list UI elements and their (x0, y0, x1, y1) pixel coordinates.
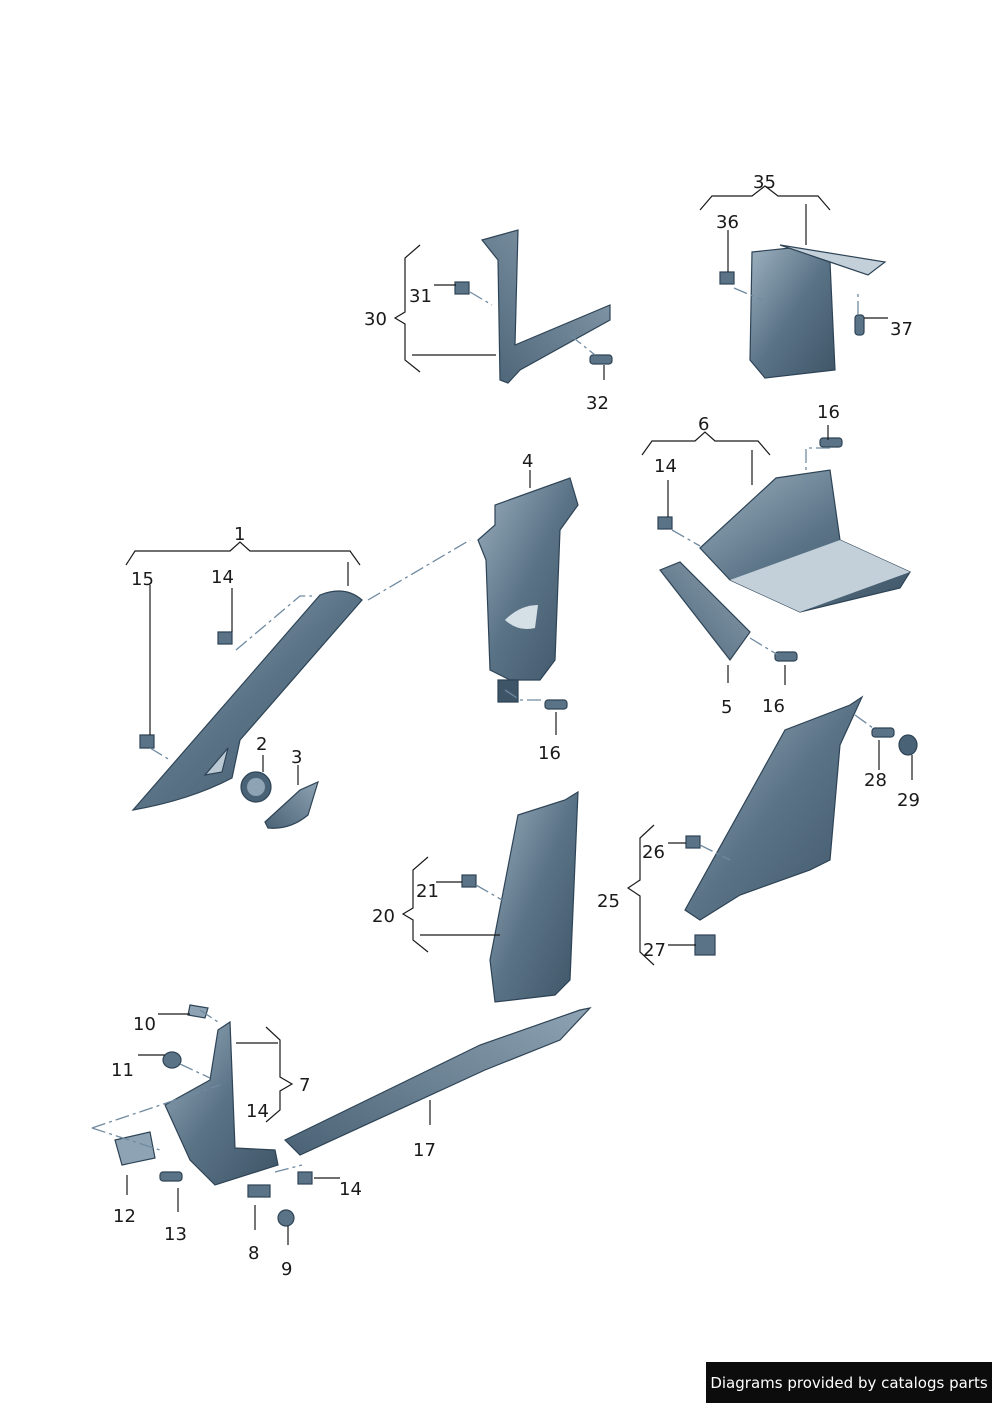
callout-4: 4 (522, 451, 533, 472)
callout-labels: 1 2 3 4 5 6 7 8 9 10 11 12 13 14 14 14 1… (111, 172, 920, 1280)
callout-9: 9 (281, 1259, 292, 1280)
callout-27: 27 (643, 940, 666, 961)
callout-3: 3 (291, 747, 302, 768)
callout-31: 31 (409, 286, 432, 307)
callout-6: 6 (698, 414, 709, 435)
callout-1: 1 (234, 524, 245, 545)
callout-25: 25 (597, 891, 620, 912)
callout-29: 29 (897, 790, 920, 811)
part-17-sill (283, 1007, 592, 1156)
callout-14-a: 14 (211, 567, 234, 588)
part-3-cover (264, 780, 319, 829)
callout-12: 12 (113, 1206, 136, 1227)
callout-16-c: 16 (538, 743, 561, 764)
screw-icons (159, 314, 918, 1227)
callout-16-b: 16 (762, 696, 785, 717)
callout-11: 11 (111, 1060, 134, 1081)
callout-20: 20 (372, 906, 395, 927)
part-35-trim (749, 244, 887, 379)
part-6-trim (699, 469, 911, 613)
clip-icons (114, 271, 735, 1198)
assembly-dashed-lines (91, 287, 874, 1173)
clip-14-a (217, 631, 233, 645)
callout-10: 10 (133, 1014, 156, 1035)
callout-14-c: 14 (246, 1101, 269, 1122)
callout-14-d: 14 (339, 1179, 362, 1200)
callout-7: 7 (299, 1075, 310, 1096)
callout-2: 2 (256, 734, 267, 755)
part-4-b-pillar-upper (477, 477, 579, 703)
part-1-a-pillar-trim (131, 590, 363, 811)
callout-21: 21 (416, 881, 439, 902)
credit-banner: Diagrams provided by catalogs parts (706, 1362, 992, 1403)
callout-35: 35 (753, 172, 776, 193)
part-5-strip (659, 561, 751, 662)
callout-30: 30 (364, 309, 387, 330)
callout-16-a: 16 (817, 402, 840, 423)
clip-15 (139, 734, 155, 749)
callout-15: 15 (131, 569, 154, 590)
credit-text: Diagrams provided by catalogs parts (710, 1373, 988, 1392)
callout-37: 37 (890, 319, 913, 340)
part-2-round-grille (240, 771, 272, 803)
callout-14-b: 14 (654, 456, 677, 477)
callout-17: 17 (413, 1140, 436, 1161)
callout-13: 13 (164, 1224, 187, 1245)
part-30-trim (480, 229, 611, 384)
callout-36: 36 (716, 212, 739, 233)
leader-lines (125, 185, 913, 1245)
callout-8: 8 (248, 1243, 259, 1264)
callout-28: 28 (864, 770, 887, 791)
part-20-b-pillar-lower (489, 790, 579, 1003)
callout-26: 26 (642, 842, 665, 863)
part-7-trim (164, 1020, 279, 1186)
callout-5: 5 (721, 697, 732, 718)
callout-32: 32 (586, 393, 609, 414)
part-25-c-pillar (684, 695, 864, 921)
